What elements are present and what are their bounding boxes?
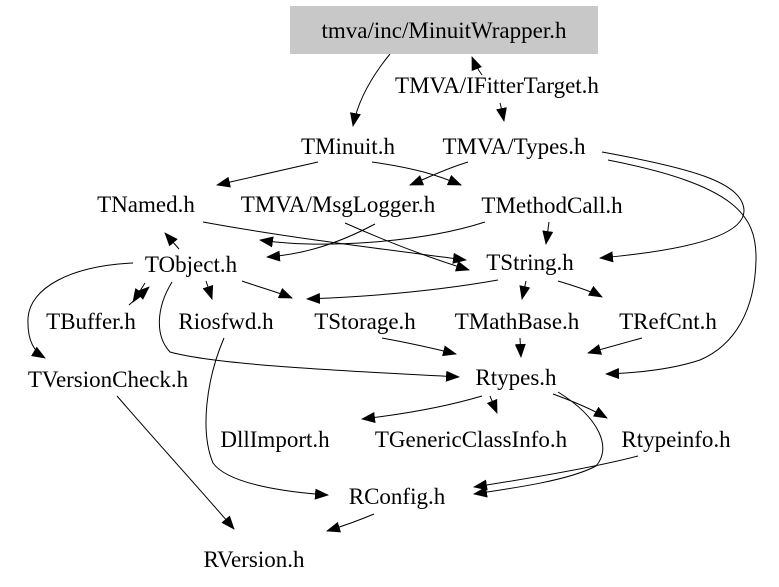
edge-rtypes-to-rtypeinfo — [552, 393, 608, 419]
node-dllimport[interactable]: DllImport.h — [220, 427, 330, 452]
edge-tstorage-to-rtypes — [381, 337, 457, 357]
node-rversion[interactable]: RVersion.h — [203, 547, 305, 572]
edge-tobject-to-tbuffer — [132, 282, 146, 303]
edge-tobject-to-tstorage — [241, 280, 293, 299]
node-tversioncheck[interactable]: TVersionCheck.h — [28, 367, 189, 392]
edge-tobject-to-tversioncheck — [27, 262, 134, 359]
edge-riosfwd-to-rconfig — [205, 337, 329, 500]
node-minuitwrapper: tmva/inc/MinuitWrapper.h — [322, 18, 567, 43]
edge-tstring-to-tmathbase — [519, 280, 531, 300]
node-riosfwd[interactable]: Riosfwd.h — [178, 309, 274, 334]
edge-tmvatypes-to-tstring — [599, 151, 745, 263]
edge-ifittertarget-to-minuitwrapper — [471, 56, 483, 76]
node-tminuit[interactable]: TMinuit.h — [301, 134, 395, 159]
edge-tstring-to-trefcnt — [557, 280, 603, 298]
edge-tobject-to-rtypes — [158, 281, 460, 382]
node-rconfig[interactable]: RConfig.h — [349, 484, 446, 509]
node-tobject[interactable]: TObject.h — [145, 252, 238, 277]
node-rtypes[interactable]: Rtypes.h — [475, 365, 557, 390]
edge-tmethodcall-to-tobject — [259, 221, 486, 248]
edge-ifittertarget-to-tmvatypes — [496, 102, 507, 122]
edge-rconfig-to-rversion — [326, 513, 375, 533]
node-rtypeinfo[interactable]: Rtypeinfo.h — [621, 427, 731, 452]
node-tgenericclassinfo[interactable]: TGenericClassInfo.h — [375, 427, 568, 452]
node-tmathbase[interactable]: TMathBase.h — [455, 309, 580, 334]
root-node-box — [290, 6, 598, 54]
node-msglogger[interactable]: TMVA/MsgLogger.h — [241, 192, 436, 217]
node-ifittertarget[interactable]: TMVA/IFitterTarget.h — [395, 73, 599, 98]
node-tstorage[interactable]: TStorage.h — [314, 309, 416, 334]
edge-tmvatypes-to-rtypes — [605, 159, 757, 380]
nodes-layer: tmva/inc/MinuitWrapper.hTMVA/IFitterTarg… — [28, 6, 731, 572]
node-tnamed[interactable]: TNamed.h — [97, 192, 195, 217]
edge-trefcnt-to-rtypes — [587, 337, 643, 355]
edge-rtypes-to-dllimport — [361, 395, 483, 423]
node-tbuffer[interactable]: TBuffer.h — [46, 309, 136, 334]
node-tmethodcall[interactable]: TMethodCall.h — [481, 193, 623, 218]
edge-tmathbase-to-rtypes — [514, 337, 526, 358]
edge-tobject-to-tnamed — [164, 232, 180, 250]
edge-msglogger-to-tobject — [266, 223, 376, 262]
edge-tstring-to-riosfwd — [306, 279, 499, 305]
edge-tnamed-to-tstring — [202, 221, 467, 264]
edge-tversioncheck-to-rversion — [116, 395, 235, 530]
edge-tminuit-to-tmethodcall — [371, 161, 462, 186]
edge-minuitwrapper-to-tminuit — [350, 53, 391, 127]
edge-tmethodcall-to-tstring — [542, 221, 554, 245]
edge-msglogger-to-tstring — [344, 222, 470, 272]
node-trefcnt[interactable]: TRefCnt.h — [619, 309, 717, 334]
node-tstring[interactable]: TString.h — [486, 250, 574, 275]
node-tmvatypes[interactable]: TMVA/Types.h — [443, 134, 586, 159]
edge-tobject-to-riosfwd — [202, 280, 214, 300]
edge-tmvatypes-to-msglogger — [409, 161, 469, 186]
edge-tminuit-to-tnamed — [216, 161, 319, 188]
edge-rtypeinfo-to-rconfig — [473, 455, 639, 491]
edge-tbuffer-to-tobject — [128, 286, 150, 306]
edges-layer — [27, 53, 757, 533]
edge-rtypes-to-tgenericclassinfo — [486, 395, 498, 414]
